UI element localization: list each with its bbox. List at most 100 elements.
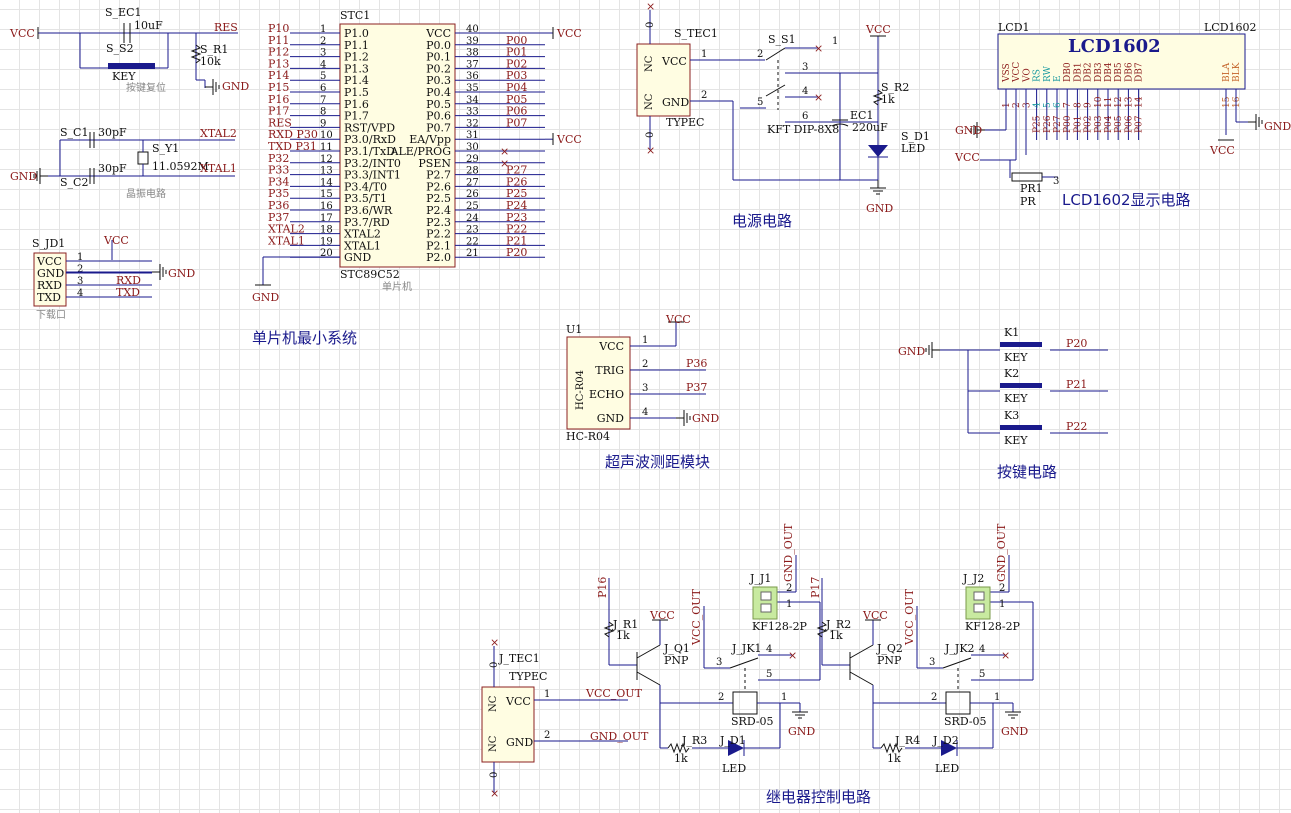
lcd-num: 9 [1084,102,1094,108]
power-sw-pin: 2 [757,49,763,60]
relay-resistor-icon [816,621,828,638]
reset-gnd: GND [222,80,249,93]
relay-k-pin3: 3 [716,657,722,668]
download-pin: GND [37,267,64,280]
power-circuit: S_TEC1 × × 0 0 NC NC VCC GND TYPEC 1 2 S… [636,0,930,230]
download-rxd: RXD [116,274,141,287]
mcu-left-net: P13 [268,57,289,70]
mcu-left-pin: XTAL2 [344,228,381,241]
download-txd: TXD [116,286,140,299]
lcd-pin: BLA [1222,62,1232,82]
mcu-right-pin: P0.2 [426,62,451,75]
us-num: 4 [642,407,648,418]
lcd-num: 5 [1043,102,1053,108]
mcu-left-pin: P3.6/WR [344,204,393,217]
power-sw-pin: 1 [832,36,838,47]
key-val: KEY [1004,392,1028,405]
relay-conn-part: TYPEC [509,670,547,683]
crystal-net1: XTAL2 [200,127,237,140]
mcu-left-num: 16 [320,201,333,212]
power-sw-part: KFT DIP-8X8 [767,123,839,136]
relay-k-val: SRD-05 [944,715,987,728]
relay-resistor2-icon [880,742,903,754]
lcd-pin: DB0 [1063,62,1073,82]
relay-gnd-out: GND_OUT [590,730,649,743]
mcu-left-pin: P3.2/INT0 [344,157,401,170]
mcu-left-net: P17 [268,105,289,118]
power-x1: × [646,0,655,13]
mcu-right-net: P25 [506,187,527,200]
lcd-num: 16 [1232,96,1242,108]
mcu-left-net: P11 [268,34,289,47]
key-switch-icon [1000,383,1042,388]
mcu-left-num: 9 [320,118,326,129]
mcu-right-net: P23 [506,211,527,224]
mcu-right-pin: P0.7 [426,121,451,134]
relay-pin1: 1 [544,689,550,700]
mcu-right-num: 22 [466,236,479,247]
mcu-right-num: 23 [466,225,479,236]
lcd-net: P25 [1033,115,1043,133]
power-vcc: VCC [865,23,891,36]
reset-sw-ref: S_S2 [106,42,134,55]
relay-gnd: GND [1001,725,1028,738]
mcu-left-num: 2 [320,36,326,47]
mcu-right-num: 24 [466,213,479,224]
mcu-right-net: P07 [506,116,527,129]
mcu-left-net: P16 [268,93,289,106]
power-r-ref: S_R2 [881,81,909,94]
mcu-left-pin: P3.3/INT1 [344,169,401,182]
lcd-num: 6 [1053,102,1063,108]
crystal-circuit: GND S_C1 30pF S_C2 30pF S_Y1 11.0592M XT… [10,126,237,200]
mcu-right-net: P03 [506,69,527,82]
keys-gnd: GND [898,345,925,358]
mcu-right-pin: P2.2 [426,228,451,241]
mcu-left-pin: P3.1/TxD [344,145,395,158]
crystal-y-val: 11.0592M [152,160,209,173]
key-ref: K1 [1004,326,1019,339]
mcu-right-num: 33 [466,107,479,118]
mcu-left-pin: P1.7 [344,110,369,123]
mcu-left-num: 17 [320,213,333,224]
relay-r-ref: J_R1 [612,618,638,631]
lcd-num: 8 [1073,102,1083,108]
mcu-sub-caption: 单片机 [382,280,412,293]
power-nc2: NC [644,93,655,110]
crystal-c1-ref: S_C1 [60,126,88,139]
lcd-net: P01 [1073,115,1083,133]
mcu-right-num: 30 [466,142,479,153]
mcu-right-num: 40 [466,24,479,35]
power-cap-ref: EC1 [850,109,873,122]
mcu-left-net: P14 [268,69,289,82]
relay-j-pin2: 2 [999,583,1005,594]
key-ref: K2 [1004,367,1019,380]
mcu-right-pin: P2.5 [426,192,451,205]
relay-nc-mark: × [1001,649,1010,662]
mcu-right-net: P04 [506,81,527,94]
relay-led-icon [941,740,957,756]
power-nc1: NC [644,55,655,72]
lcd-num: 4 [1033,102,1043,108]
relay-nc2: NC [488,735,499,752]
lcd-net: P06 [1124,115,1134,133]
mcu-left-num: 14 [320,177,333,188]
mcu-left-num: 8 [320,107,326,118]
lcd-num: 3 [1022,102,1032,108]
crystal-c2-ref: S_C2 [60,176,88,189]
mcu-ref: STC1 [340,9,370,22]
relay-coil-pin2: 2 [718,692,724,703]
relay-r2-val: 1k [674,752,688,765]
us-num: 2 [642,359,648,370]
relay-terminal-slot2 [760,603,772,613]
mcu-left-num: 13 [320,166,333,177]
relay-resistor2-icon [667,742,690,754]
lcd-pin: VO [1022,68,1032,83]
relay-j-pin1: 1 [786,599,792,610]
mcu-right-net: P24 [506,199,527,212]
us-pin: TRIG [595,364,624,377]
reset-caption: 按键复位 [126,81,166,94]
relay-q-ref: J_Q1 [663,642,690,655]
relay-in-net: P17 [809,577,822,598]
mcu-left-pin: P1.5 [344,86,369,99]
